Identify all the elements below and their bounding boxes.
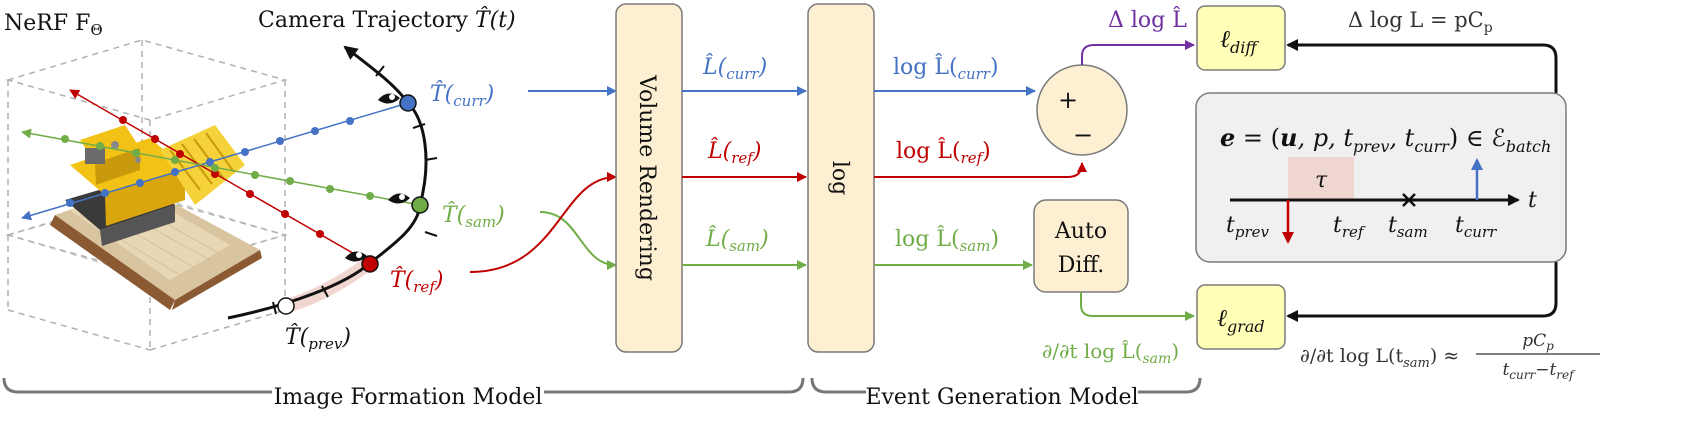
loss-grad-label: ℓgrad bbox=[1217, 304, 1265, 336]
ray-curr bbox=[21, 102, 409, 221]
log-label-ref: log L̂(ref) bbox=[896, 138, 991, 167]
arrow-delta-pred bbox=[1081, 40, 1195, 65]
loss-diff-label: ℓdiff bbox=[1220, 25, 1259, 57]
ray-sample-points bbox=[61, 116, 374, 238]
auto-diff-box bbox=[1033, 199, 1129, 293]
rendered-label-ref: L̂(ref) bbox=[707, 138, 761, 167]
image-formation-label: Image Formation Model bbox=[274, 385, 543, 410]
ray-sam bbox=[21, 128, 421, 206]
trajectory-ticks bbox=[272, 65, 438, 315]
pose-marker-sam bbox=[411, 196, 429, 214]
difference-minus: − bbox=[1073, 121, 1093, 149]
event-tick-sam: tsam bbox=[1388, 213, 1428, 241]
volume-rendering-label: Volume Rendering bbox=[634, 74, 659, 281]
trajectory-title: Camera Trajectory T̂(t) bbox=[258, 7, 516, 33]
arrow-delta-meas bbox=[1286, 39, 1558, 93]
lego-scene-image bbox=[50, 125, 262, 310]
event-equation: e = (u, p, tprev, tcurr) ∈ ℰbatch bbox=[1220, 123, 1551, 156]
tau-label: τ bbox=[1315, 168, 1328, 193]
pose-label-ref: T̂(ref) bbox=[390, 267, 443, 296]
loss-grad-box bbox=[1196, 284, 1286, 350]
loss-diff-box bbox=[1196, 5, 1286, 71]
camera-eye-icons bbox=[345, 93, 410, 262]
grad-meas-denominator: tcurr−tref bbox=[1502, 360, 1576, 382]
pose-label-sam: T̂(sam) bbox=[442, 202, 505, 231]
event-tick-curr: tcurr bbox=[1455, 213, 1497, 241]
nerf-label: NeRF FΘ bbox=[4, 11, 103, 39]
camera-pose-markers bbox=[277, 94, 429, 315]
arrow-grad-pred bbox=[1080, 292, 1195, 321]
event-generation-label-bg bbox=[866, 380, 1138, 410]
arrow-pose-ref-to-render bbox=[469, 172, 617, 273]
delta-meas-label: Δ log L = pCp bbox=[1348, 8, 1493, 36]
arrow-grad-meas bbox=[1286, 262, 1558, 322]
log-label-curr: log L̂(curr) bbox=[893, 54, 999, 83]
event-tsam-cross bbox=[1402, 193, 1416, 207]
pose-marker-ref bbox=[361, 255, 379, 273]
log-box-label: log bbox=[827, 161, 852, 195]
rendered-label-sam: L̂(sam) bbox=[705, 226, 769, 255]
pose-marker-prev bbox=[277, 297, 295, 315]
arrow-pose-sam-to-render bbox=[539, 211, 617, 270]
grad-pred-label: ∂/∂t log L̂(sam) bbox=[1042, 339, 1179, 367]
delta-pred-label: Δ log L̂ bbox=[1108, 7, 1187, 33]
grad-meas-numerator: pCp bbox=[1522, 331, 1554, 353]
difference-plus: + bbox=[1058, 86, 1078, 114]
eye-icon bbox=[378, 93, 400, 104]
grad-meas-label: ∂/∂t log L(tsam) ≈ bbox=[1300, 345, 1459, 371]
auto-diff-label-2: Diff. bbox=[1058, 253, 1105, 278]
log-label-sam: log L̂(sam) bbox=[895, 226, 999, 255]
event-tick-ref: tref bbox=[1333, 213, 1366, 241]
pose-label-curr: T̂(curr) bbox=[430, 81, 494, 110]
rendered-label-curr: L̂(curr) bbox=[702, 54, 767, 83]
event-tick-prev: tprev bbox=[1226, 213, 1269, 241]
image-formation-label-bg bbox=[272, 380, 544, 410]
tau-interval bbox=[1288, 157, 1354, 200]
pose-label-prev: T̂(prev) bbox=[285, 324, 351, 353]
event-generation-label: Event Generation Model bbox=[865, 385, 1138, 410]
event-axis-t-label: t bbox=[1528, 188, 1537, 213]
arrow-log-ref bbox=[874, 162, 1087, 178]
auto-diff-label-1: Auto bbox=[1054, 219, 1107, 244]
pose-marker-curr bbox=[399, 94, 417, 112]
